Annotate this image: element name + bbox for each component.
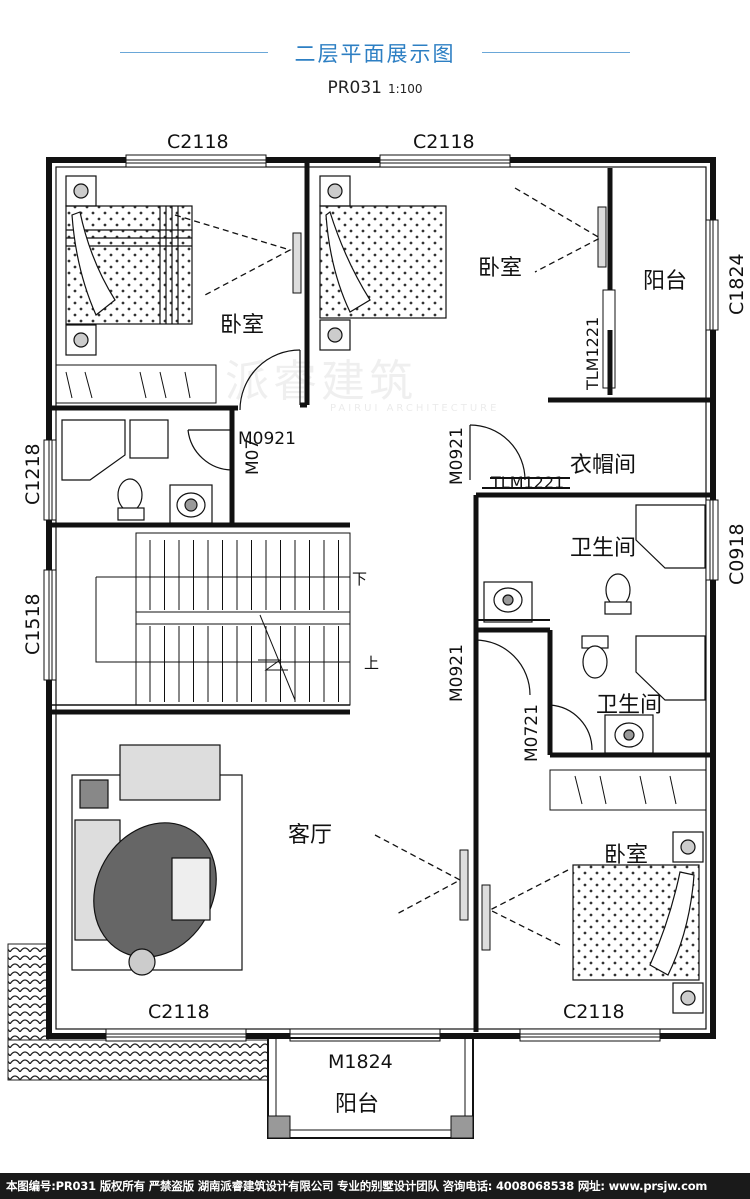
label-w-bottom-left: C2118	[148, 1001, 210, 1023]
room-bedroom-se: 卧室	[604, 843, 648, 868]
label-w-left-stair: C1518	[22, 593, 44, 655]
stair-treads	[149, 540, 339, 702]
plan-code: PR031 1:100	[0, 78, 750, 98]
label-w-left-upper: C1218	[22, 443, 44, 505]
label-w-right-bath: C0918	[726, 523, 748, 585]
plan-scale: 1:100	[387, 82, 423, 96]
bath-nw-fixtures	[61, 419, 213, 524]
room-bedroom-nw: 卧室	[220, 313, 264, 338]
floor-plan: 卧室 卧室 阳台 衣帽间 卫生间 卫生间 客厅 卧室 阳台 C2118 C211…	[7, 131, 748, 1139]
bed-ne	[319, 175, 447, 351]
footer-text: 本图编号:PR031 版权所有 严禁盗版 湖南派睿建筑设计有限公司 专业的别墅设…	[6, 1179, 708, 1193]
footer-bar: 本图编号:PR031 版权所有 严禁盗版 湖南派睿建筑设计有限公司 专业的别墅设…	[0, 1173, 750, 1199]
label-door-m1824: M1824	[328, 1051, 393, 1073]
bath-2-fixtures	[581, 635, 706, 754]
windows	[43, 154, 719, 1042]
room-bath-1: 卫生间	[570, 536, 636, 561]
label-stair-down: 下	[352, 570, 367, 588]
label-w-top-left: C2118	[167, 131, 229, 153]
room-cloakroom: 衣帽间	[570, 453, 636, 478]
bed-se	[572, 831, 704, 1014]
room-balcony-e: 阳台	[643, 269, 687, 294]
wardrobe-nw	[55, 364, 217, 404]
curtain-nw	[174, 214, 302, 296]
stair-arrows	[95, 576, 350, 701]
header-rule-left	[120, 52, 268, 53]
label-door-m0921-b: M0921	[447, 427, 467, 485]
cloakroom-partition	[602, 289, 616, 389]
bath-1-fixtures	[483, 504, 706, 623]
room-living: 客厅	[288, 823, 332, 848]
watermark-text: 派睿建筑	[225, 356, 417, 407]
label-door-m07: M07	[243, 439, 263, 475]
staircase	[135, 532, 351, 706]
label-w-right-upper: C1824	[726, 253, 748, 315]
south-balcony	[267, 1037, 474, 1139]
label-door-m0921-c: M0921	[447, 644, 467, 702]
curtain-se	[481, 869, 569, 951]
header-rule-right	[482, 52, 630, 53]
room-balcony-s: 阳台	[335, 1092, 379, 1117]
door-swings	[187, 349, 593, 751]
living-furniture	[71, 744, 243, 976]
label-stair-up: 上	[364, 654, 379, 672]
room-bedroom-ne: 卧室	[478, 256, 522, 281]
page-title: 二层平面展示图	[294, 42, 456, 66]
label-w-top-mid: C2118	[413, 131, 475, 153]
curtain-ne	[514, 187, 607, 273]
label-w-bottom-right: C2118	[563, 1001, 625, 1023]
interior-walls	[52, 162, 710, 1032]
label-door-m0721: M0721	[522, 704, 542, 762]
label-door-tlm1221-a: TLM1221	[583, 317, 602, 391]
watermark-subtext: PAIRUI ARCHITECTURE	[330, 403, 500, 414]
curtain-living	[374, 834, 469, 921]
bed-nw	[65, 175, 193, 356]
plan-code-text: PR031	[327, 78, 382, 98]
label-door-m0921-a: M0921	[238, 429, 296, 449]
label-door-tlm1221-b: TLM1221	[490, 473, 564, 492]
room-bath-2: 卫生间	[596, 693, 662, 718]
wardrobe-se	[549, 769, 707, 811]
